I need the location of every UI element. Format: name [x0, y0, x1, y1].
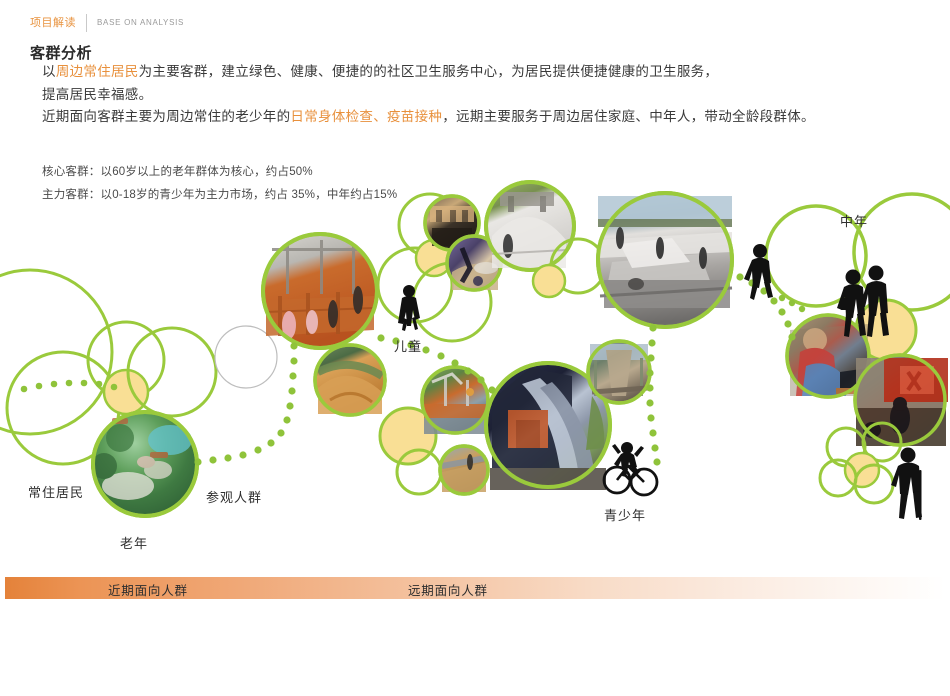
decor-circle-yellow: [531, 263, 567, 299]
phase-gradient-bar: [5, 577, 945, 599]
photo-bubble-ring: [586, 339, 652, 405]
bubble-label-children: 儿童: [394, 339, 423, 354]
header-tag-divider: [86, 14, 87, 32]
decor-circle-yellow: [854, 298, 918, 362]
photo-bubble-park-aerial: [91, 410, 199, 518]
decor-ring-outline: [126, 326, 218, 418]
decor-ring-outline: [549, 237, 607, 295]
decor-ring-outline: [86, 320, 166, 400]
decor-ring-outline: [411, 261, 493, 343]
photo-bubble-park-detail: [91, 418, 192, 500]
decor-ring-outline: [395, 448, 443, 496]
photo-bubble-ring: [484, 180, 576, 272]
decor-circle-yellow: [378, 406, 438, 466]
photo-bubble-playground-detail: [424, 372, 488, 434]
photo-bubble-skate-ramp-detail: [491, 192, 567, 268]
decor-ring-outline: [853, 463, 895, 505]
phase-label-near-term: 近期面向人群: [108, 584, 188, 598]
photo-bubble-woman-laptop-detail: [790, 324, 872, 396]
decor-ring-outline: [397, 192, 463, 258]
paragraph-1-suffix: 为主要客群，建立绿色、健康、便捷的的社区卫生服务中心，为居民提供便捷健康的卫生服…: [138, 64, 719, 79]
paragraph-line-2: 提高居民幸福感。: [42, 87, 153, 102]
silhouette-adult-pair: [837, 265, 889, 337]
photo-bubble-ring: [313, 343, 387, 417]
page-title: 客群分析: [30, 45, 93, 62]
photo-bubble-red-wall: [853, 353, 947, 447]
dotted-connector: [20, 379, 118, 393]
photo-bubble-slide: [484, 361, 612, 489]
bubble-label-elderly: 老年: [120, 536, 149, 551]
note-core-audience: 核心客群：以60岁以上的老年群体为核心，约占50%: [42, 166, 313, 178]
decor-ring-outline: [818, 458, 858, 498]
photo-bubble-tower-detail: [590, 344, 649, 396]
decor-ring-outline: [5, 350, 121, 466]
silhouette-cyclist: [602, 442, 659, 497]
photo-bubble-ring: [91, 410, 199, 518]
decor-ring-outline: [0, 268, 114, 436]
photo-bubble-wood-ramp-detail: [316, 360, 385, 414]
photo-bubble-ring: [445, 234, 503, 292]
header-tag: 项目解读 BASE ON ANALYSIS: [30, 13, 184, 33]
photo-bubble-ramp-detail: [441, 454, 487, 492]
bubble-label-residents: 常住居民: [28, 485, 85, 500]
decor-circle-yellow: [843, 451, 881, 489]
photo-bubble-red-wall-detail: [856, 358, 948, 446]
photo-bubble-shop: [423, 194, 481, 252]
photo-bubble-woman-laptop: [785, 313, 871, 399]
dotted-connector-path: [736, 273, 796, 341]
decor-circle-yellow: [102, 368, 150, 416]
photo-bubble-slide-detail: [490, 368, 606, 490]
decor-ring-gray: [214, 325, 278, 389]
decor-ring-outline: [376, 246, 454, 324]
paragraph-line-3: 近期面向客群主要为周边常住的老少年的日常身体检查、疫苗接种，远期主要服务于周边居…: [42, 110, 815, 124]
photo-bubble-ring: [438, 444, 490, 496]
decor-circle-yellow: [414, 238, 454, 278]
photo-bubble-ring: [423, 194, 481, 252]
photo-bubble-orange-wall: [261, 232, 379, 350]
photo-bubble-graffiti-detail: [452, 247, 498, 290]
note-main-audience: 主力客群：以0-18岁的青少年为主力市场，约占 35%，中年约占15%: [42, 189, 398, 201]
photo-bubble-playground: [420, 365, 490, 435]
decor-ring-outline: [852, 192, 950, 312]
dotted-connector-path: [778, 294, 806, 313]
header-tag-cn: 项目解读: [30, 16, 76, 29]
photo-bubble-skatepark-detail: [598, 196, 733, 308]
photo-bubble-ring: [420, 365, 490, 435]
paragraph-1-highlight: 周边常住居民: [55, 64, 139, 79]
photo-bubble-skate-ramp: [484, 180, 576, 272]
photo-bubble-orange-wall-detail: [265, 240, 375, 339]
phase-label-long-term: 远期面向人群: [408, 584, 488, 598]
photo-bubble-tower: [586, 339, 652, 405]
silhouette-elderly: [891, 447, 922, 520]
photo-bubble-graffiti: [445, 234, 503, 292]
paragraph-3-prefix: 近期面向客群主要为周边常住的老少年的: [42, 109, 291, 124]
paragraph-line-1: 以周边常住居民为主要客群，建立绿色、健康、便捷的的社区卫生服务中心，为居民提供便…: [42, 65, 718, 79]
bubble-label-middle-age: 中年: [840, 214, 869, 229]
photo-bubble-wood-ramp: [313, 343, 387, 417]
dotted-connector-path: [646, 324, 661, 466]
photo-bubble-ring: [785, 313, 871, 399]
bubble-label-visitors: 参观人群: [206, 490, 263, 505]
paragraph-3-highlight: 日常身体检查、疫苗接种: [290, 109, 443, 124]
silhouette-child: [398, 285, 420, 331]
header-tag-en: BASE ON ANALYSIS: [97, 18, 185, 27]
silhouette-runner: [744, 244, 773, 300]
photo-bubble-shop-detail: [430, 206, 474, 246]
photo-bubble-skatepark: [596, 191, 734, 329]
photo-bubble-ring: [853, 353, 947, 447]
paragraph-3-suffix: ，远期主要服务于周边居住家庭、中年人，带动全龄段群体。: [442, 109, 815, 124]
decor-ring-outline: [861, 421, 903, 463]
photo-bubble-ring: [484, 361, 612, 489]
bubble-label-teens: 青少年: [604, 508, 647, 523]
photo-bubble-ramp: [438, 444, 490, 496]
photo-bubble-ring: [261, 232, 379, 350]
photo-bubble-ring: [596, 191, 734, 329]
paragraph-1-prefix: 以: [42, 64, 56, 79]
decor-ring-outline: [825, 426, 867, 468]
dotted-connector-path: [194, 342, 298, 466]
